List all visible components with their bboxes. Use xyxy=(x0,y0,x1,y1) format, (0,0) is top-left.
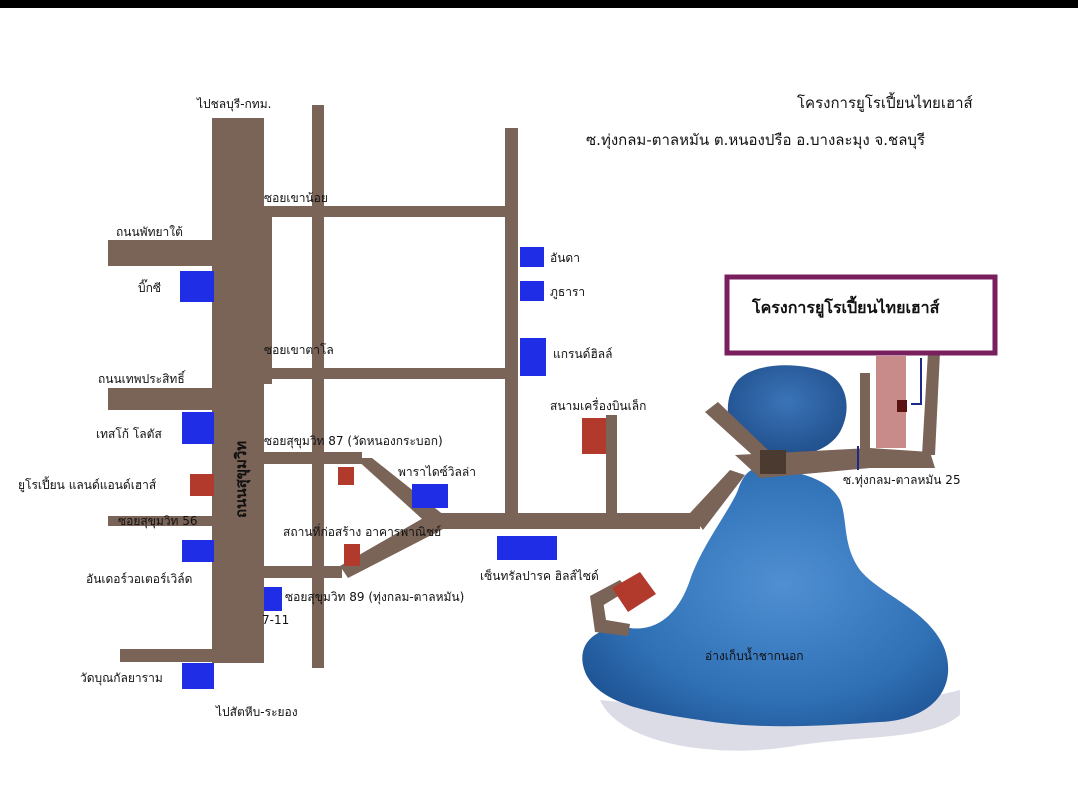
label-tesco-lotus: เทสโก้ โลตัส xyxy=(96,427,162,441)
label-soi-khao-talo: ซอยเขาตาโล xyxy=(264,343,334,357)
red-block-soi87 xyxy=(338,467,354,485)
label-big-c: บิ๊กซี xyxy=(138,279,161,295)
label-construction-site: สถานที่ก่อสร้าง อาคารพาณิชย์ xyxy=(283,523,441,539)
wat-block xyxy=(182,663,214,689)
label-paradise-villa: พาราไดซ์วิลล่า xyxy=(398,465,476,479)
label-small-airfield: สนามเครื่องบินเล็ก xyxy=(550,397,646,413)
project-label-box: โครงการยูโรเปี้ยนไทยเฮาส์ xyxy=(724,274,998,356)
label-grand-hill: แกรนด์ฮิลล์ xyxy=(553,347,612,361)
airfield-road xyxy=(606,415,617,518)
label-soi-87: ซอยสุขุมวิท 87 (วัดหนองกระบอก) xyxy=(264,434,443,449)
central-park-block xyxy=(497,536,557,560)
causeway-block xyxy=(760,450,786,474)
label-central-park-hillside: เซ็นทรัลปารค ฮิลส์ไซด์ xyxy=(480,568,599,583)
main-east-road xyxy=(430,513,700,529)
grand-hill-block xyxy=(520,338,546,376)
big-c-block xyxy=(180,271,214,302)
project-road-right xyxy=(922,352,940,455)
upper-pond-water xyxy=(727,365,847,456)
paradise-villa-block xyxy=(412,484,448,508)
label-reservoir: อ่างเก็บน้ำชากนอก xyxy=(705,647,804,663)
soi-89-road xyxy=(262,566,342,578)
project-site xyxy=(857,356,922,470)
central-park-hillside-block xyxy=(612,572,656,612)
airfield-block xyxy=(582,418,606,454)
label-anda: อันดา xyxy=(550,251,580,265)
diagonal-road-upper xyxy=(355,458,445,528)
label-thepprasit: ถนนเทพประสิทธิ์ xyxy=(98,370,186,386)
label-to-rayong: ไปสัตหีบ-ระยอง xyxy=(215,705,298,719)
east-vertical-road xyxy=(505,128,518,520)
project-marker xyxy=(897,400,907,412)
sukhumvit-road xyxy=(212,118,264,663)
tesco-lotus-block xyxy=(182,412,214,444)
reservoir-area xyxy=(582,365,960,751)
top-border xyxy=(0,0,1078,8)
label-to-bangkok: ไปชลบุรี-กทม. xyxy=(196,97,271,112)
bottom-left-road xyxy=(120,649,214,662)
soi-87-road xyxy=(262,452,362,464)
soi-khao-noi-left xyxy=(262,206,272,384)
diagonal-road-lower xyxy=(340,513,445,578)
label-underwater-world: อันเดอร์วอเตอร์เวิล์ด xyxy=(86,572,192,586)
thepprasit-road xyxy=(108,388,214,410)
label-soi-56: ซอยสุขุมวิท 56 xyxy=(118,514,198,529)
central-park-road xyxy=(590,594,630,636)
label-european-land-house: ยูโรเปี้ยน แลนด์แอนด์เฮาส์ xyxy=(18,476,157,493)
project-road-left xyxy=(860,373,870,465)
curve-road-to-pond xyxy=(690,470,745,530)
label-sukhumvit: ถนนสุขุมวิท xyxy=(232,441,251,518)
label-soi-89: ซอยสุขุมวิท 89 (ทุ่งกลม-ตาลหมัน) xyxy=(285,590,464,605)
soi-khao-noi-road xyxy=(262,206,512,217)
project-arrow xyxy=(911,358,922,405)
header-address: ซ.ทุ่งกลม-ตาลหมัน ต.หนองปรือ อ.บางละมุง … xyxy=(586,131,925,150)
soi-56-road xyxy=(108,516,214,526)
european-land-house-block xyxy=(190,474,214,496)
road-network xyxy=(108,105,940,668)
project-label-frame xyxy=(724,274,998,356)
label-phutara: ภูธารา xyxy=(550,285,585,300)
underwater-world-block xyxy=(182,540,214,562)
construction-site-block xyxy=(344,544,360,566)
phutara-block xyxy=(520,281,544,301)
header-title: โครงการยูโรเปี้ยนไทยเฮาส์ xyxy=(797,92,973,112)
label-soi-25: ซ.ทุ่งกลม-ตาลหมัน 25 xyxy=(843,473,961,488)
label-soi-khao-noi: ซอยเขาน้อย xyxy=(264,191,328,205)
label-south-pattaya: ถนนพัทยาใต้ xyxy=(116,225,183,239)
south-pattaya-road xyxy=(108,240,214,266)
soi-khao-talo-road xyxy=(262,368,518,379)
label-seven-eleven: 7-11 xyxy=(262,613,289,627)
label-wat: วัดบุณกัลยาราม xyxy=(80,671,163,686)
seven-eleven-block xyxy=(264,587,282,611)
project-label-text: โครงการยูโรเปี้ยนไทยเฮาส์ xyxy=(751,295,940,319)
landmark-blocks xyxy=(180,247,656,689)
road-upper-diagonal xyxy=(705,402,770,462)
parallel-road xyxy=(312,105,324,668)
reservoir-water xyxy=(582,468,949,727)
anda-block xyxy=(520,247,544,267)
